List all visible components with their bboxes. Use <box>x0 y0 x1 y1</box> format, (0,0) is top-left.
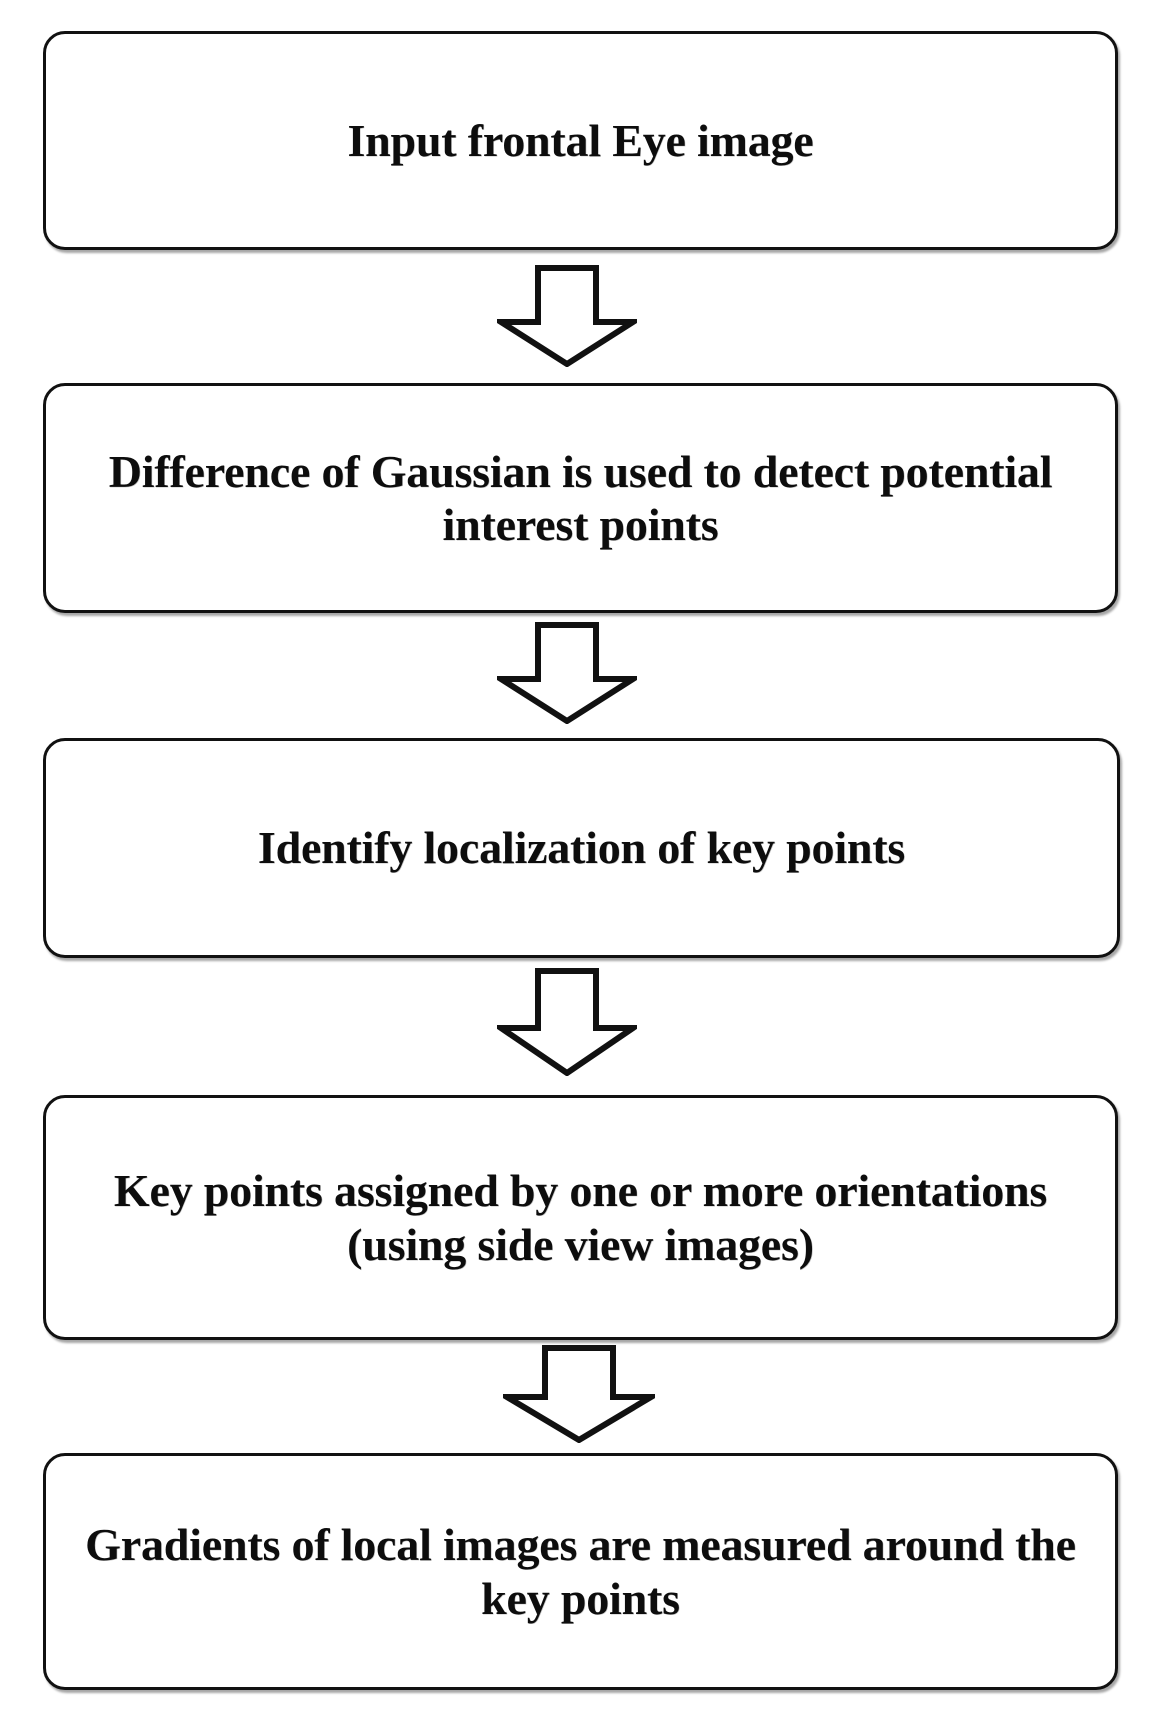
flowchart-node-step-4: Key points assigned by one or more orien… <box>43 1095 1118 1340</box>
flowchart-node-step-2: Difference of Gaussian is used to detect… <box>43 383 1118 613</box>
flowchart-node-step-3: Identify localization of key points <box>43 738 1120 958</box>
flowchart-node-label: Difference of Gaussian is used to detect… <box>108 445 1053 550</box>
arrow-down-icon-3 <box>497 968 637 1076</box>
arrow-down-icon-4 <box>503 1345 655 1443</box>
arrow-down-icon-2 <box>497 622 637 724</box>
flowchart-node-step-5: Gradients of local images are measured a… <box>43 1453 1118 1690</box>
flowchart-node-label: Input frontal Eye image <box>347 114 814 166</box>
flowchart-node-label: Key points assigned by one or more orien… <box>113 1165 1048 1270</box>
flowchart-node-label: Gradients of local images are measured a… <box>85 1519 1076 1624</box>
flowchart-node-step-1: Input frontal Eye image <box>43 31 1118 250</box>
arrow-down-icon-1 <box>497 265 637 367</box>
flowchart-node-label: Identify localization of key points <box>257 822 906 874</box>
